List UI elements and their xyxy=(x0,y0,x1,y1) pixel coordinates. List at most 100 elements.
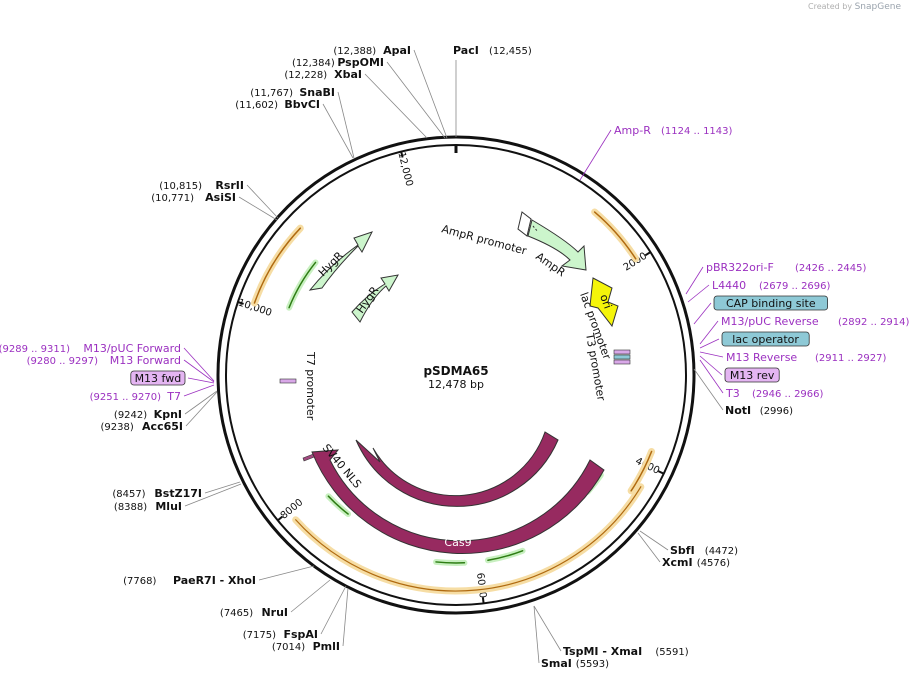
ruler-tick xyxy=(657,470,665,475)
leader-line xyxy=(685,266,704,295)
site-pos[interactable]: (9238) xyxy=(101,422,134,433)
site-name[interactable]: XcmI xyxy=(662,556,693,569)
feature-box[interactable] xyxy=(721,331,810,347)
primer-name[interactable]: M13/pUC Forward xyxy=(83,342,181,355)
site-name[interactable]: KpnI xyxy=(154,408,182,421)
site-pos[interactable]: (7175) xyxy=(243,630,276,641)
site-pos[interactable]: (5591) xyxy=(655,647,688,658)
site-pos[interactable]: (12,228) xyxy=(284,70,327,81)
feature-box-label[interactable]: lac operator xyxy=(732,333,799,346)
site-name[interactable]: SnaBI xyxy=(299,86,335,99)
site-pos[interactable]: (7014) xyxy=(272,642,305,653)
site-name[interactable]: NotI xyxy=(725,404,751,417)
feature-box[interactable] xyxy=(724,367,780,383)
site-pos[interactable]: (4576) xyxy=(697,558,730,569)
feature-ampr[interactable] xyxy=(527,219,587,271)
credit-prefix: Created by xyxy=(808,2,853,11)
feature-box-label[interactable]: M13 rev xyxy=(730,369,775,382)
site-name[interactable]: SmaI xyxy=(541,657,572,670)
primer-name[interactable]: T7 xyxy=(166,390,181,403)
primer-pos[interactable]: (9251 .. 9270) xyxy=(90,392,162,403)
primer-name[interactable]: L4440 xyxy=(712,279,746,292)
site-pos[interactable]: (4472) xyxy=(705,546,738,557)
site-pos[interactable]: (9242) xyxy=(114,410,147,421)
primer-name[interactable]: M13 Forward xyxy=(110,354,181,367)
ruler-label: 8000 xyxy=(279,497,306,522)
site-pos[interactable]: (10,815) xyxy=(159,181,202,192)
leader-line xyxy=(238,196,278,221)
site-name[interactable]: TspMI - XmaI xyxy=(563,645,642,658)
primer-name[interactable]: pBR322ori-F xyxy=(706,261,774,274)
primer-pos[interactable]: (9280 .. 9297) xyxy=(27,356,99,367)
green-band-core xyxy=(327,495,349,515)
feature-cas9-outer[interactable] xyxy=(311,449,605,554)
primer-name[interactable]: M13/pUC Reverse xyxy=(721,315,819,328)
feature-box[interactable] xyxy=(713,295,828,311)
site-name[interactable]: BbvCI xyxy=(284,98,320,111)
leader-line xyxy=(246,184,279,219)
site-pos[interactable]: (7465) xyxy=(220,608,253,619)
feature-label[interactable]: T7 promoter xyxy=(304,351,317,421)
primer-name[interactable]: M13 Reverse xyxy=(726,351,797,364)
feature-hygr-outer[interactable] xyxy=(308,231,373,291)
primer-pos[interactable]: (1124 .. 1143) xyxy=(661,126,733,137)
site-pos[interactable]: (5593) xyxy=(576,659,609,670)
primer-pos[interactable]: (2679 .. 2696) xyxy=(759,281,831,292)
site-pos[interactable]: (8457) xyxy=(112,489,145,500)
feature-label[interactable]: ori xyxy=(597,293,614,311)
feature-ampr-promoter[interactable] xyxy=(517,211,532,237)
primer-pos[interactable]: (2911 .. 2927) xyxy=(815,353,887,364)
site-name[interactable]: PmlI xyxy=(313,640,340,653)
site-name[interactable]: FspAI xyxy=(283,628,318,641)
feature-lac-region[interactable] xyxy=(613,349,631,365)
leader-line xyxy=(187,377,215,384)
feature-cas9-inner[interactable] xyxy=(355,431,559,507)
site-name[interactable]: PspOMI xyxy=(337,56,384,69)
site-name[interactable]: PacI xyxy=(453,44,479,57)
primer-pos[interactable]: (2946 .. 2966) xyxy=(752,389,824,400)
site-name[interactable]: RsrII xyxy=(215,179,244,192)
leader-line xyxy=(342,587,349,647)
site-pos[interactable]: (12,384) xyxy=(292,58,335,69)
feature-t7-promoter[interactable] xyxy=(279,378,297,384)
primer-name[interactable]: Amp-R xyxy=(614,124,651,137)
leader-line xyxy=(185,391,218,427)
leader-line xyxy=(579,129,612,181)
site-name[interactable]: SbfI xyxy=(670,544,695,557)
site-name[interactable]: PaeR7I - XhoI xyxy=(173,574,256,587)
site-pos[interactable]: (10,771) xyxy=(151,193,194,204)
feature-ori[interactable] xyxy=(589,277,619,328)
primer-pos[interactable]: (2426 .. 2445) xyxy=(795,263,867,274)
site-name[interactable]: NruI xyxy=(261,606,288,619)
site-name[interactable]: MluI xyxy=(155,500,182,513)
feature-label[interactable]: Cas9 xyxy=(444,482,471,495)
feature-box-label[interactable]: M13 fwd xyxy=(135,372,182,385)
site-name[interactable]: AsiSI xyxy=(205,191,236,204)
feature-label[interactable]: AmpR promoter xyxy=(440,222,528,257)
feature-label[interactable]: Cas9 xyxy=(444,536,471,549)
site-name[interactable]: Acc65I xyxy=(142,420,183,433)
primer-pos[interactable]: (9289 .. 9311) xyxy=(0,344,70,355)
feature-box[interactable] xyxy=(130,370,186,386)
site-pos[interactable]: (8388) xyxy=(114,502,147,513)
feature-box-label[interactable]: CAP binding site xyxy=(726,297,816,310)
primer-name[interactable]: T3 xyxy=(725,387,740,400)
site-name[interactable]: ApaI xyxy=(383,44,411,57)
site-pos[interactable]: (11,602) xyxy=(235,100,278,111)
orange-band-core xyxy=(593,211,637,260)
ruler-tick xyxy=(644,251,651,257)
leader-line xyxy=(533,605,540,664)
plasmid-size[interactable]: 12,478 bp xyxy=(428,378,484,391)
feature-hygr-inner[interactable] xyxy=(351,274,399,323)
site-name[interactable]: XbaI xyxy=(334,68,362,81)
site-pos[interactable]: (7768) xyxy=(123,576,156,587)
primer-pos[interactable]: (2892 .. 2914) xyxy=(838,317,909,328)
site-pos[interactable]: (12,455) xyxy=(489,46,532,57)
site-pos[interactable]: (2996) xyxy=(760,406,793,417)
ruler-tick xyxy=(400,151,404,158)
site-pos[interactable]: (12,388) xyxy=(333,46,376,57)
site-pos[interactable]: (11,767) xyxy=(250,88,293,99)
site-name[interactable]: BstZ17I xyxy=(154,487,202,500)
plasmid-name[interactable]: pSDMA65 xyxy=(423,364,488,378)
